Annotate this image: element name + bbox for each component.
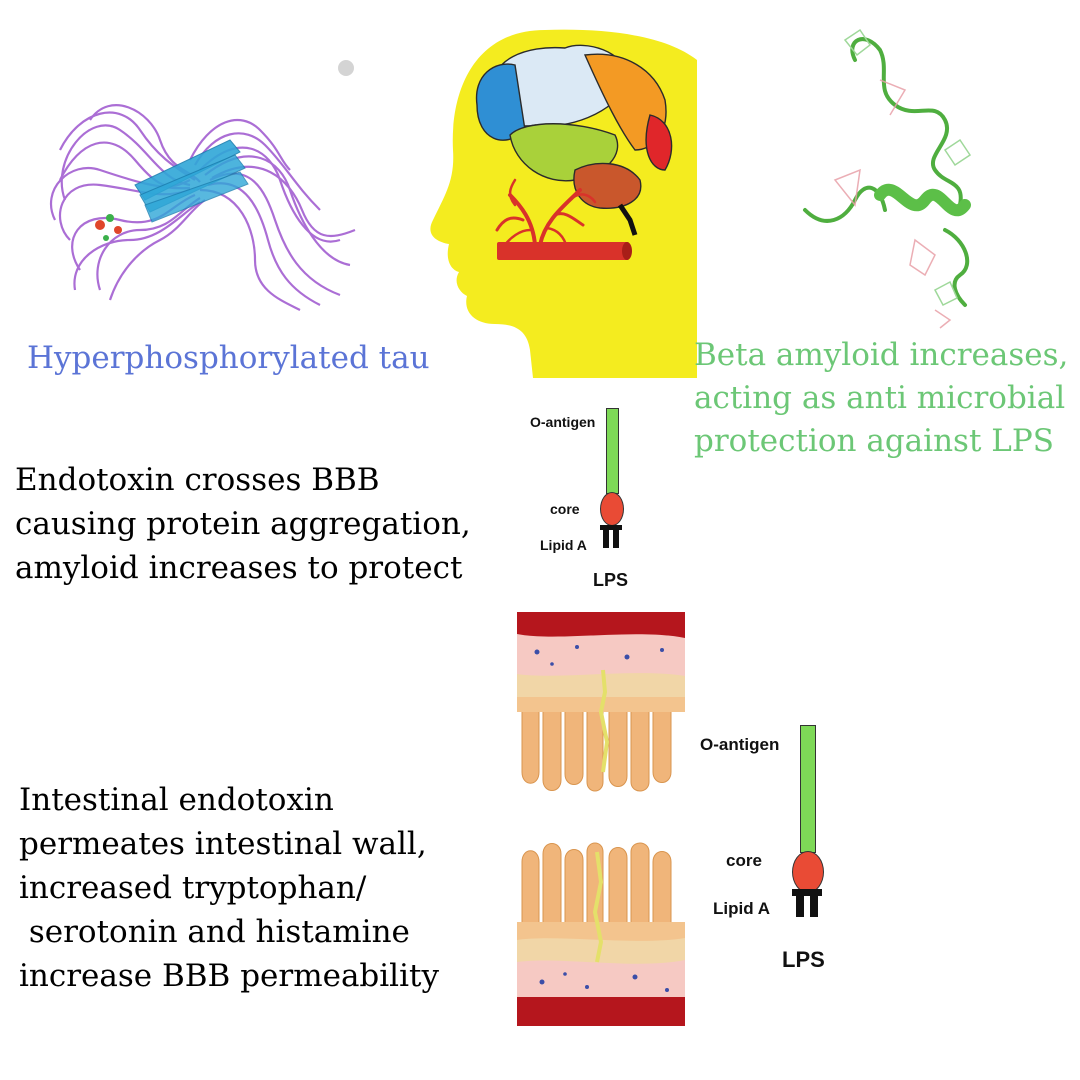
beta-amyloid-illustration (803, 28, 972, 329)
vessel-tube (497, 242, 629, 260)
lipid-a-leg (613, 529, 619, 548)
tau-caption: Hyperphosphorylated tau (27, 340, 430, 376)
lipid-a-leg (603, 529, 609, 548)
o-antigen-label: O-antigen (530, 414, 596, 430)
lipid-a-leg (810, 895, 818, 917)
lipid-a-icon (792, 889, 822, 896)
endotoxin-caption-line: amyloid increases to protect (15, 550, 463, 586)
head-brain-illustration (430, 29, 697, 378)
core-circle (600, 492, 624, 526)
intestinal-wall-bottom (517, 842, 685, 1026)
o-antigen-label: O-antigen (700, 735, 780, 754)
lipid-a-leg (796, 895, 804, 917)
lipid-a-icon (600, 525, 622, 530)
lps-title: LPS (782, 947, 825, 972)
intestinal-caption-line: serotonin and histamine (19, 914, 410, 950)
intestinal-caption-line: increase BBB permeability (19, 958, 439, 994)
brain (475, 44, 673, 209)
grey-dot-icon (338, 60, 354, 76)
o-antigen-bar (606, 408, 619, 494)
lps-title: LPS (593, 570, 629, 590)
endotoxin-caption-line: causing protein aggregation, (15, 506, 471, 542)
lps-diagram-top: O-antigen core Lipid A LPS (520, 400, 650, 600)
endotoxin-caption-line: Endotoxin crosses BBB (15, 462, 380, 498)
core-circle (792, 851, 824, 893)
intestinal-caption: Intestinal endotoxin permeates intestina… (19, 778, 439, 998)
beta-amyloid-caption: Beta amyloid increases, acting as anti m… (694, 334, 1068, 463)
lps-diagram-bottom: O-antigen core Lipid A LPS (700, 715, 860, 980)
intestinal-caption-line: Intestinal endotoxin (19, 782, 334, 818)
intestinal-caption-line: permeates intestinal wall, (19, 826, 427, 862)
beta-amyloid-caption-line: acting as anti microbial (694, 380, 1066, 416)
beta-amyloid-caption-line: Beta amyloid increases, (694, 337, 1069, 373)
alpha-helix (874, 183, 971, 217)
tau-protein-illustration (49, 104, 356, 311)
o-antigen-bar (800, 725, 816, 853)
intestinal-caption-line: increased tryptophan/ (19, 870, 367, 906)
endotoxin-caption: Endotoxin crosses BBB causing protein ag… (15, 458, 471, 590)
core-label: core (726, 851, 762, 870)
core-label: core (550, 501, 580, 517)
blood-vessels (495, 178, 597, 250)
lipid-a-label: Lipid A (540, 537, 587, 553)
lipid-a-label: Lipid A (713, 899, 770, 918)
intestinal-wall-top (517, 612, 685, 792)
beta-amyloid-caption-line: protection against LPS (694, 423, 1054, 459)
